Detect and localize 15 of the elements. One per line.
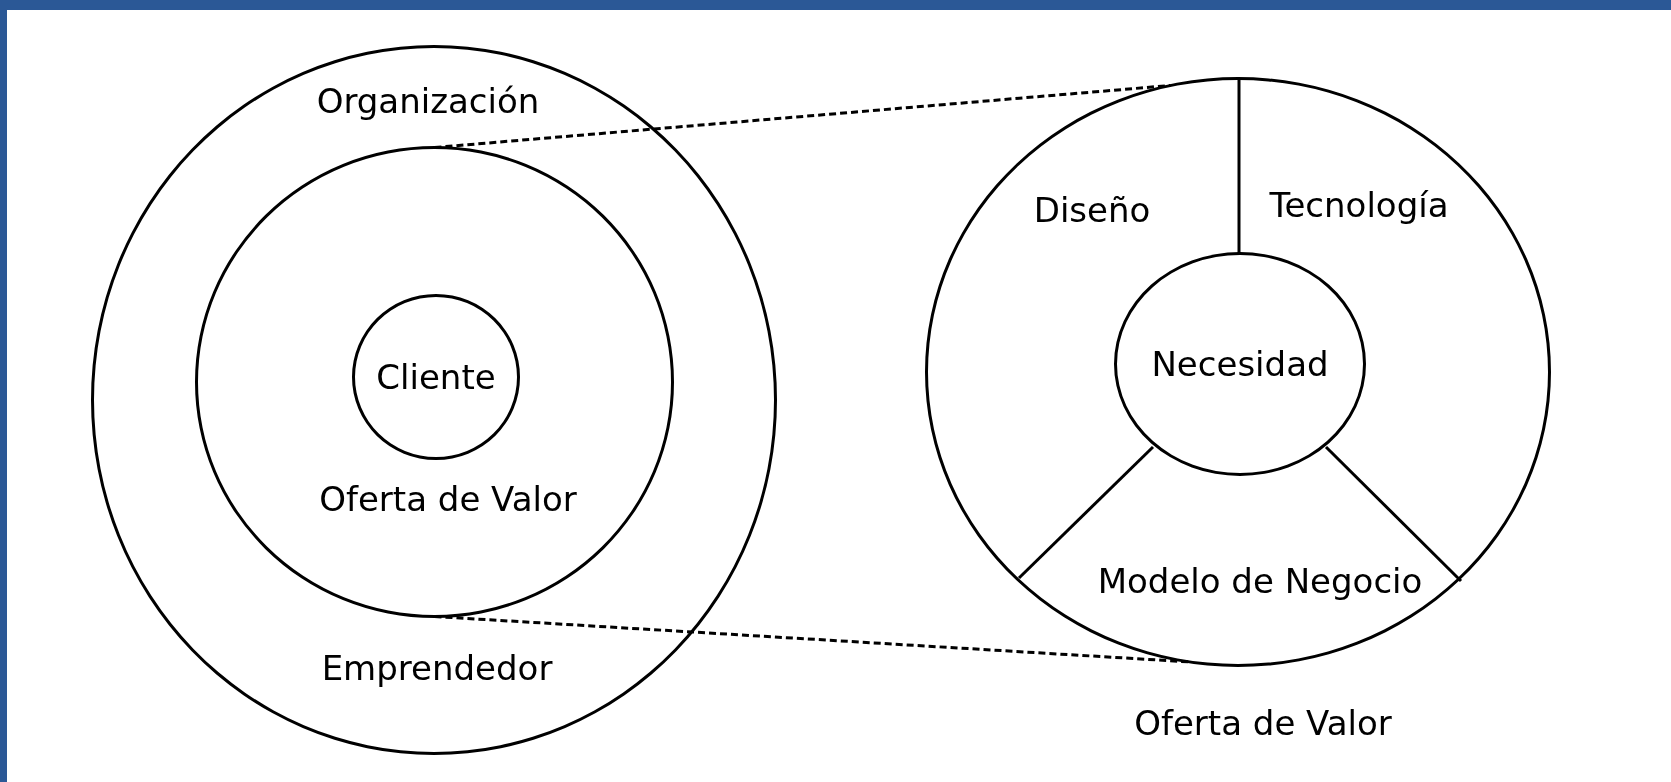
dashed-connector — [434, 83, 1171, 149]
circle-label: Emprendedor — [321, 647, 553, 689]
segment-label: Modelo de Negocio — [1097, 560, 1423, 602]
dashed-connector — [434, 615, 1190, 664]
circle-label: Cliente — [376, 356, 496, 398]
middle-circle — [195, 146, 674, 618]
outer-circle — [91, 45, 777, 755]
circle-label: Organización — [316, 80, 540, 122]
segment-label: Diseño — [1033, 189, 1151, 231]
inner-circle — [1114, 252, 1366, 476]
inner-circle — [352, 294, 520, 460]
segment-label: Tecnología — [1269, 184, 1449, 226]
circle-label: Oferta de Valor — [319, 478, 577, 520]
circle-label: Necesidad — [1151, 343, 1329, 385]
circle-label: Oferta de Valor — [1134, 702, 1392, 744]
